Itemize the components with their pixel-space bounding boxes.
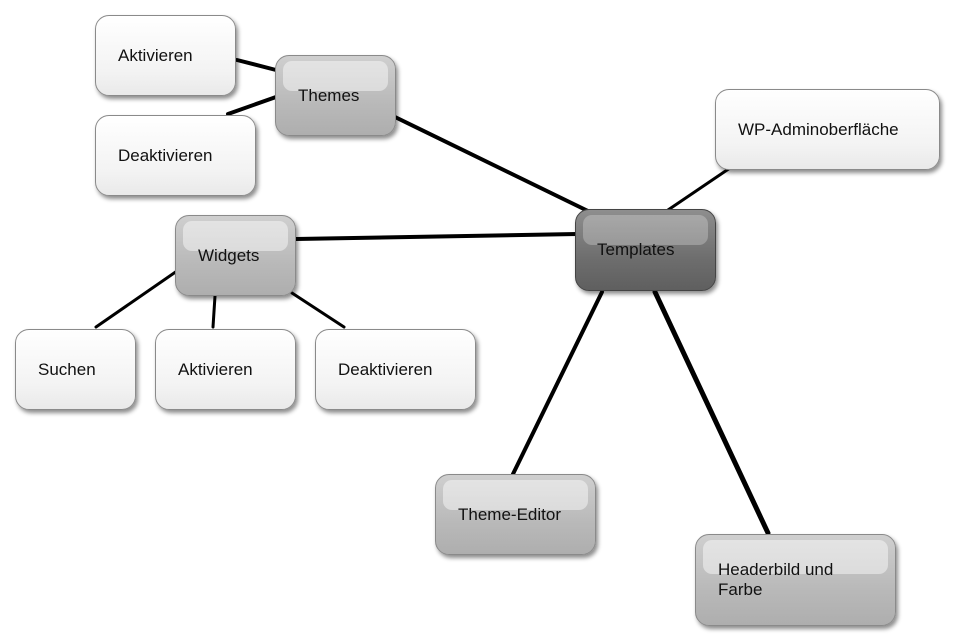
link-themes-deaktivieren: [226, 95, 278, 116]
node-label: WP-Adminoberfläche: [738, 119, 899, 139]
link-themes-aktivieren: [235, 58, 278, 72]
node-templates[interactable]: Templates: [575, 209, 716, 291]
node-label: Suchen: [38, 359, 96, 379]
node-label: Theme-Editor: [458, 504, 561, 524]
node-label: Widgets: [198, 245, 260, 265]
node-themes[interactable]: Themes: [275, 55, 396, 136]
node-widgets[interactable]: Widgets: [175, 215, 296, 296]
node-headerbild-und-farbe[interactable]: Headerbild und Farbe: [695, 534, 896, 626]
link-templates-editor: [511, 290, 604, 476]
link-templates-admin: [666, 166, 732, 212]
node-label: Deaktivieren: [118, 145, 213, 165]
node-label: Aktivieren: [118, 45, 193, 65]
node-label: Themes: [298, 85, 360, 105]
link-templates-themes: [393, 115, 592, 214]
node-widgets-aktivieren[interactable]: Aktivieren: [155, 329, 296, 410]
node-theme-editor[interactable]: Theme-Editor: [435, 474, 596, 555]
node-widgets-deaktivieren[interactable]: Deaktivieren: [315, 329, 476, 410]
node-themes-deaktivieren[interactable]: Deaktivieren: [95, 115, 256, 196]
link-widgets-deaktivieren: [290, 291, 346, 329]
node-themes-aktivieren[interactable]: Aktivieren: [95, 15, 236, 96]
link-widgets-suchen: [94, 269, 179, 329]
node-label: Deaktivieren: [338, 359, 433, 379]
node-wp-adminoberflaeche[interactable]: WP-Adminoberfläche: [715, 89, 940, 170]
link-widgets-aktivieren: [211, 294, 217, 329]
node-label: Headerbild und Farbe: [718, 560, 834, 599]
node-label: Templates: [597, 240, 675, 259]
node-label: Aktivieren: [178, 359, 253, 379]
node-widgets-suchen[interactable]: Suchen: [15, 329, 136, 410]
link-templates-header: [652, 289, 771, 536]
link-templates-widgets: [294, 232, 579, 241]
